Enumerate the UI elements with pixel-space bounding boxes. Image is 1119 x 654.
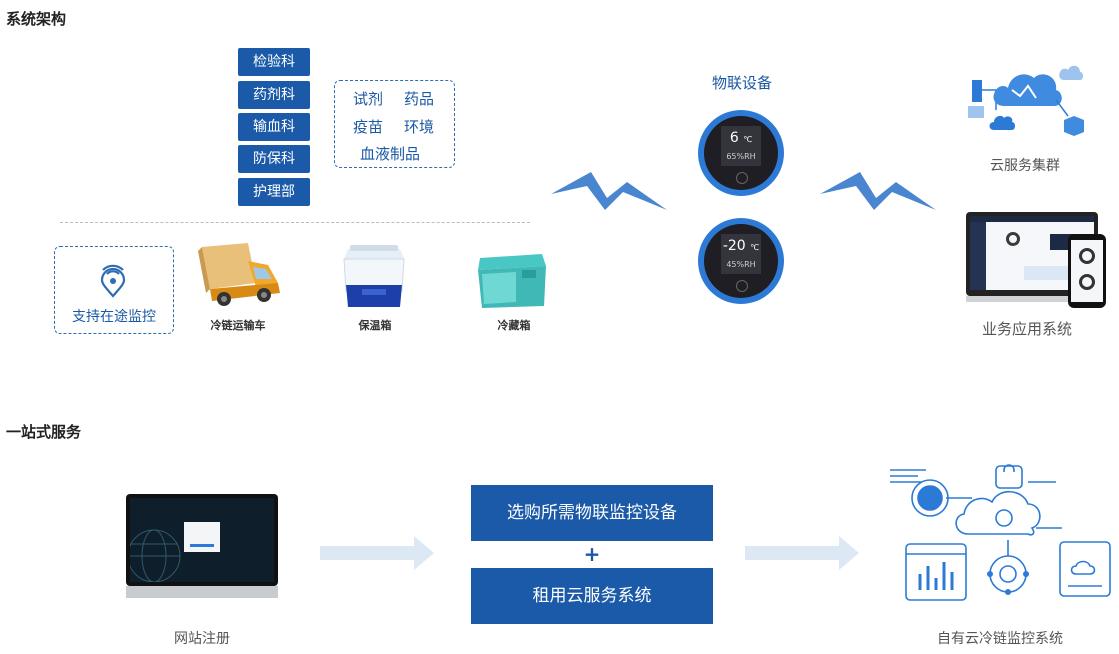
fridge-box-icon xyxy=(478,254,546,308)
app-phone xyxy=(1068,234,1106,308)
cloud-cluster-icon xyxy=(968,65,1084,136)
device-1-temp: 6 ℃ xyxy=(729,130,753,146)
truck-label: 冷链运输车 xyxy=(210,319,266,332)
device-1-rh: 65%RH xyxy=(726,152,756,161)
cloud-cluster-label: 云服务集群 xyxy=(990,158,1060,174)
device-2-temp: -20 ℃ xyxy=(722,238,760,254)
globe-graphic xyxy=(130,529,181,582)
truck-icon xyxy=(198,243,280,306)
device-1-screen: 6 ℃ 65%RH xyxy=(721,126,761,166)
signal-bolt-right-icon xyxy=(820,172,936,210)
register-screen xyxy=(130,498,274,582)
arrow-right-icon-2 xyxy=(745,536,859,570)
own-system-label: 自有云冷链监控系统 xyxy=(937,631,1063,647)
supply-blood-products: 血液制品 xyxy=(360,145,421,163)
architecture-title: 系统架构 xyxy=(6,10,67,28)
buy-devices-block: 选购所需物联监控设备 xyxy=(471,485,713,541)
transit-monitor-label: 支持在途监控 xyxy=(72,309,156,325)
one-stop-title: 一站式服务 xyxy=(6,423,82,441)
iot-device-2: -20 ℃ 45%RH xyxy=(698,218,784,304)
dept-lab: 检验科 xyxy=(238,48,310,76)
iot-device-1: 6 ℃ 65%RH xyxy=(698,110,784,196)
dept-transfusion: 输血科 xyxy=(238,113,310,141)
box-label: 保温箱 xyxy=(358,319,392,332)
dept-pharmacy: 药剂科 xyxy=(238,81,310,109)
register-monitor xyxy=(126,494,278,586)
transit-monitor-box xyxy=(54,246,174,334)
app-monitor-stand xyxy=(966,296,1098,302)
arrow-right-icon-1 xyxy=(320,536,434,570)
register-label: 网站注册 xyxy=(174,631,230,647)
cooler-box-icon xyxy=(343,245,405,307)
register-monitor-stand xyxy=(126,586,278,598)
supplies-box xyxy=(334,80,455,168)
supply-reagent: 试剂 xyxy=(353,90,384,108)
own-cloud-system-icon xyxy=(890,464,1111,601)
device-1-home-button xyxy=(736,172,748,184)
dept-nursing: 护理部 xyxy=(238,178,310,206)
device-2-rh: 45%RH xyxy=(726,260,756,269)
supply-environment: 环境 xyxy=(404,118,435,136)
dept-prevention: 防保科 xyxy=(238,145,310,173)
device-2-home-button xyxy=(736,280,748,292)
rent-cloud-block: 租用云服务系统 xyxy=(471,568,713,624)
plus-sign: + xyxy=(583,542,601,566)
supply-vaccine: 疫苗 xyxy=(353,118,384,136)
separator-line xyxy=(60,222,530,223)
fridge-label: 冷藏箱 xyxy=(497,319,531,332)
supply-medicine: 药品 xyxy=(404,90,435,108)
signal-bolt-left-icon xyxy=(551,172,667,210)
app-label: 业务应用系统 xyxy=(981,320,1072,338)
iot-title: 物联设备 xyxy=(711,74,772,92)
signal-location-icon xyxy=(100,264,126,298)
login-card xyxy=(184,522,220,552)
app-phone-screen xyxy=(1071,240,1103,302)
device-2-screen: -20 ℃ 45%RH xyxy=(721,234,761,274)
